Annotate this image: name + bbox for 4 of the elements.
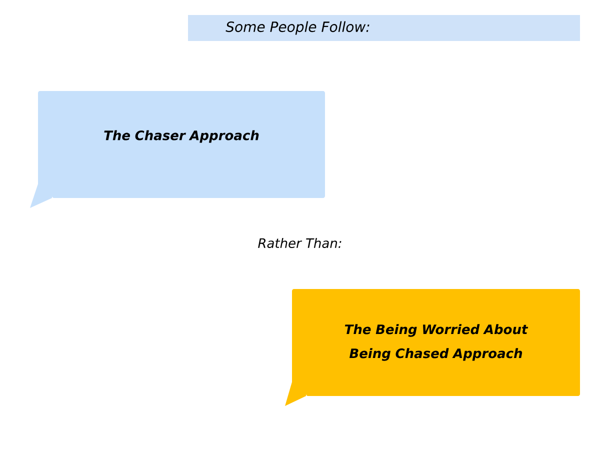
speech-bubble: The Being Worried About Being Chased Approach bbox=[285, 289, 580, 406]
speech-bubble: The Chaser Approach bbox=[30, 91, 325, 208]
title-band: Some People Follow: bbox=[188, 15, 580, 41]
note-text: Rather Than: bbox=[258, 238, 342, 248]
